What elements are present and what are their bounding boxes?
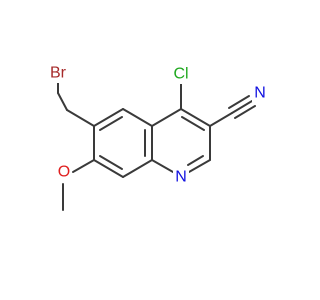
bond-c3-cn [209,112,233,127]
bond-c5-c4a [122,108,153,127]
bond-c6-c5 [93,108,124,127]
molecule-structure: Br Cl N N O [45,63,268,211]
bonds [57,80,256,211]
bond-c8-c7 [93,159,124,178]
atom-n-nitrile: N [254,85,266,102]
bond-ch2-c6 [57,92,68,111]
atom-o: O [58,164,70,181]
bond-c4a-c4 [151,108,182,127]
atom-br: Br [50,65,67,82]
bond-cn-triple-3 [234,105,256,119]
bond-c4-c3 [180,108,211,127]
bond-c8-c7-inner [99,155,123,170]
bond-c8a-c8 [122,159,153,178]
bond-c7-o [72,159,95,173]
atom-n-ring: N [175,169,187,186]
bond-n1-c8a [151,159,174,173]
atom-cl: Cl [173,66,188,83]
bond-cn-triple-2 [228,95,250,109]
bond-c6-c5-inner [99,116,123,131]
bond-c4-c3-inner [181,116,205,131]
bond-c2-n1-inner [187,155,204,166]
bond-ch2-c6b [66,109,95,127]
atom-labels: Br Cl N N O [45,63,268,186]
bond-c2-n1 [188,159,211,173]
bond-cn-triple-1 [231,100,253,114]
